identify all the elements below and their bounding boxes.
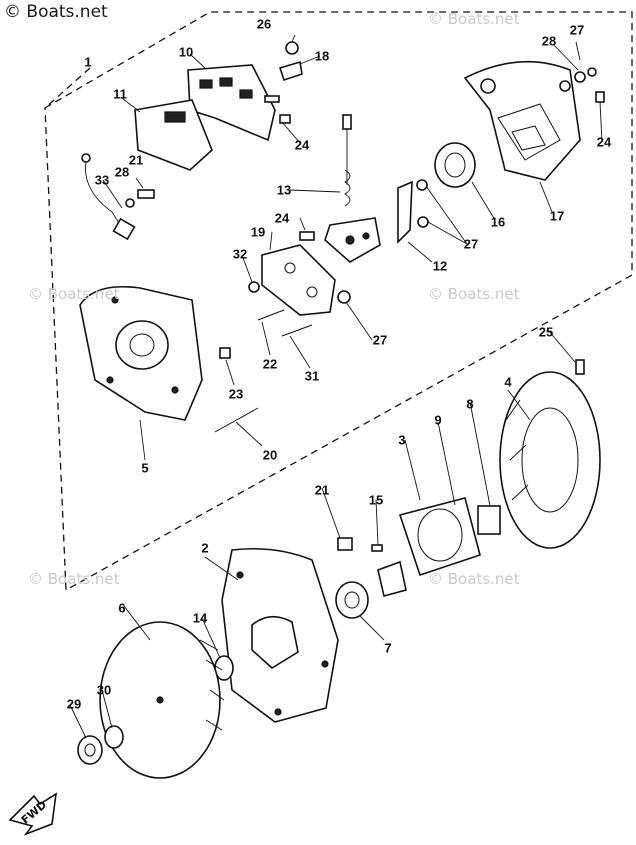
screw-31	[281, 324, 313, 337]
part-label: 6	[118, 600, 126, 616]
part-label: 4	[504, 374, 512, 390]
leader-lines	[69, 34, 603, 739]
bolt-23	[219, 347, 231, 359]
watermark: © Boats.net	[28, 570, 120, 588]
part-label: 12	[432, 258, 448, 274]
screw-24	[264, 95, 280, 103]
rear-cover-17	[463, 60, 581, 181]
watermark: © Boats.net	[28, 285, 120, 303]
part-label: 14	[192, 610, 208, 626]
part-label: 28	[541, 33, 557, 49]
bolt-21b	[337, 537, 353, 551]
screw-24b	[279, 114, 291, 124]
stator-4	[499, 371, 601, 549]
wire-33	[81, 153, 136, 241]
part-label: 11	[113, 86, 127, 102]
part-label: 32	[232, 246, 248, 262]
part-label: 24	[274, 210, 290, 226]
watermark: © Boats.net	[428, 285, 520, 303]
part-label: 31	[304, 368, 320, 384]
nut-26	[285, 41, 299, 55]
bolt-21	[137, 189, 155, 199]
watermark-top-left: © Boats.net	[4, 2, 108, 22]
watermark: © Boats.net	[428, 570, 520, 588]
part-label: 18	[314, 48, 330, 64]
part-label: 26	[256, 16, 272, 32]
part-label: 24	[596, 134, 612, 150]
nut-29-bore	[84, 743, 96, 757]
lever-12	[397, 180, 413, 244]
washer-30	[104, 725, 124, 749]
part-label: 24	[294, 137, 310, 153]
part-label: 29	[66, 696, 82, 712]
part-label: 8	[466, 396, 474, 412]
part-label: 20	[262, 447, 278, 463]
front-housing-2	[221, 547, 339, 723]
fan-pulley-6	[99, 621, 225, 779]
screw-24c	[299, 231, 315, 241]
part-label: 3	[398, 432, 406, 448]
part-label: 30	[96, 682, 112, 698]
nut-27	[587, 67, 597, 77]
nut-29	[77, 735, 103, 765]
part-label: 33	[94, 172, 110, 188]
washer-32	[248, 281, 260, 293]
rectifier-19	[261, 244, 336, 316]
part-label: 22	[262, 356, 278, 372]
bearing-7	[335, 581, 369, 619]
part-label: 1	[84, 54, 92, 70]
part-label: 9	[434, 412, 442, 428]
part-label: 28	[114, 164, 130, 180]
part-label: 25	[538, 324, 554, 340]
bolt-24	[595, 91, 605, 103]
screw-22	[257, 309, 285, 321]
watermark: © Boats.net	[428, 10, 520, 28]
fwd-arrow	[8, 792, 58, 836]
washer-28	[125, 198, 135, 208]
part-label: 27	[569, 22, 585, 38]
nut-27c	[416, 179, 428, 191]
part-label: 13	[276, 182, 292, 198]
key-15	[371, 544, 383, 552]
part-label: 27	[463, 236, 479, 252]
assembly-leader	[44, 67, 91, 109]
regulator-11	[134, 99, 213, 171]
part-label: 7	[384, 640, 392, 656]
part-label: 2	[201, 540, 209, 556]
part-label: 17	[549, 208, 565, 224]
rotor-3	[377, 497, 501, 597]
part-label: 27	[372, 332, 388, 348]
part-label: 5	[141, 460, 149, 476]
part-label: 19	[250, 224, 266, 240]
nut-27d	[417, 216, 429, 228]
part-label: 16	[490, 214, 506, 230]
seal-16	[434, 142, 476, 188]
assembly-outline	[44, 11, 633, 592]
nut-27b	[337, 290, 351, 304]
rear-housing-5	[79, 285, 203, 421]
washer-28	[574, 71, 586, 83]
bracket-18	[278, 60, 303, 82]
long-bolt-20	[214, 407, 259, 433]
brush-13	[324, 114, 381, 263]
part-label: 21	[128, 152, 144, 168]
bolt-25	[575, 359, 585, 375]
part-label: 23	[228, 386, 244, 402]
part-label: 21	[314, 482, 330, 498]
part-label: 10	[178, 44, 194, 60]
part-label: 15	[368, 492, 384, 508]
